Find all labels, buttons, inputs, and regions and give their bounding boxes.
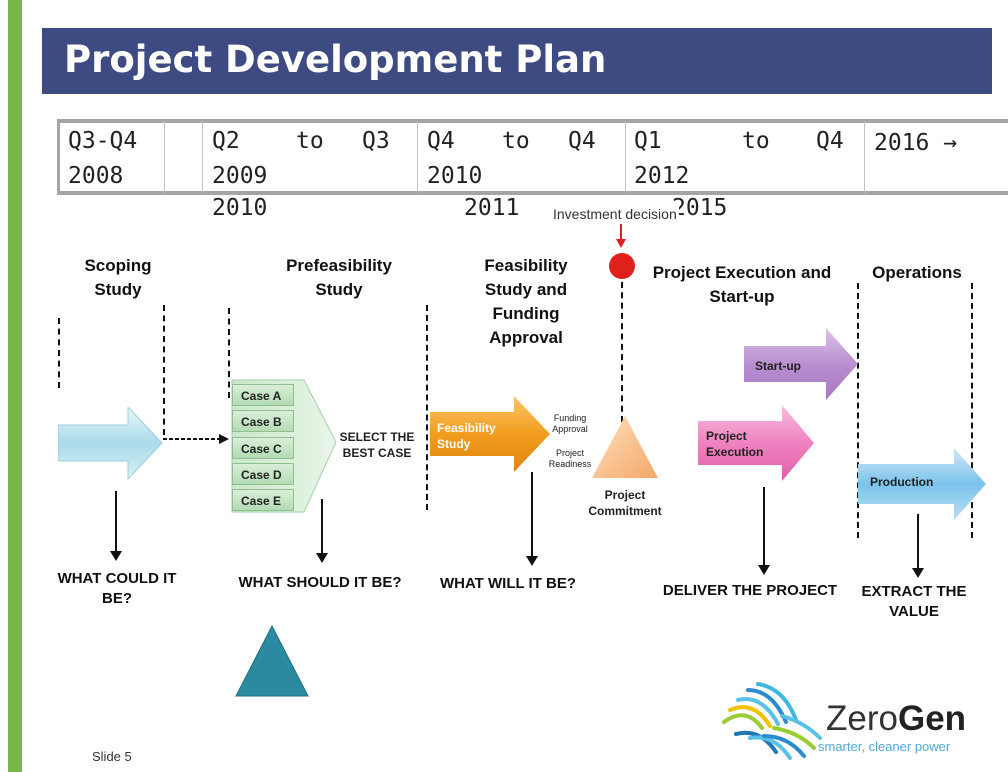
timeline-period-4-start: Q1 <box>634 128 662 154</box>
timeline-period-3-to: to <box>502 128 530 154</box>
down-arrow-operations <box>912 514 924 578</box>
phase-title-feasibility: Feasibility Study and Funding Approval <box>484 256 568 347</box>
timeline-period-5: 2016 → <box>874 130 958 156</box>
project-commitment-triangle <box>592 416 658 478</box>
timeline-period-2-start: Q2 <box>212 128 240 154</box>
case-d: Case D <box>232 463 294 485</box>
phase-separator <box>621 282 623 422</box>
phase-separator <box>857 283 859 538</box>
phase-title-scoping: Scoping Study <box>84 256 152 299</box>
timeline-divider <box>202 121 203 193</box>
down-arrow-scoping <box>110 491 122 561</box>
funding-approval-label: Funding Approval <box>552 413 588 434</box>
phase-separator <box>58 318 60 388</box>
logo-name-bold: Gen <box>897 699 967 738</box>
down-arrow-execution <box>758 487 770 575</box>
timeline-period-3-year-end: 2011 <box>464 195 520 221</box>
feasibility-arrow <box>430 396 550 472</box>
startup-arrow <box>744 328 858 400</box>
timeline-table <box>57 119 1008 195</box>
timeline-divider <box>164 121 165 193</box>
timeline-divider <box>625 121 626 193</box>
production-arrow <box>858 448 986 520</box>
timeline-period-2-year: 2009 <box>212 163 268 189</box>
timeline-period-1-year: 2008 <box>68 163 124 189</box>
question-execution: DELIVER THE PROJECT <box>662 582 838 599</box>
slide-number: Slide 5 <box>92 749 132 764</box>
investment-decision-marker <box>609 224 635 279</box>
project-readiness-label: Project Readiness <box>548 448 592 469</box>
project-execution-arrow-label: Project Execution <box>706 429 764 459</box>
decorative-triangle <box>235 624 309 697</box>
timeline-period-2-end: Q3 <box>362 128 390 154</box>
connector-arrow <box>163 434 229 444</box>
production-arrow-label: Production <box>870 475 934 489</box>
title-bar <box>42 28 992 94</box>
timeline-period-4-to: to <box>742 128 770 154</box>
timeline-period-4-end: Q4 <box>816 128 844 154</box>
question-operations: EXTRACT THE VALUE <box>861 583 967 620</box>
scoping-arrow <box>58 407 163 481</box>
zerogen-logo-icon <box>722 682 822 760</box>
timeline-period-4-year-end: 2015 <box>672 195 728 221</box>
zerogen-tagline: smarter, cleaner power <box>818 739 951 754</box>
timeline-period-2-year-end: 2010 <box>212 195 268 221</box>
phase-separator <box>228 308 230 398</box>
phase-separator <box>163 305 165 435</box>
left-accent-bar <box>8 0 22 772</box>
project-commitment-label: Project Commitment <box>588 488 662 518</box>
case-b: Case B <box>232 410 294 432</box>
timeline-period-3-year: 2010 <box>427 163 483 189</box>
timeline-period-4-year: 2012 <box>634 163 690 189</box>
question-prefeasibility: WHAT SHOULD IT BE? <box>238 574 402 591</box>
logo-name-light: Zero <box>826 699 898 738</box>
timeline-period-2-to: to <box>296 128 324 154</box>
timeline-divider <box>864 121 865 193</box>
timeline-period-3-end: Q4 <box>568 128 596 154</box>
down-arrow-prefeasibility <box>316 499 328 563</box>
project-execution-arrow <box>698 405 814 481</box>
phase-separator <box>426 305 428 510</box>
zerogen-logo-text: ZeroGen <box>826 699 966 739</box>
timeline-period-3-start: Q4 <box>427 128 455 154</box>
phase-title-execution: Project Execution and Start-up <box>652 263 832 306</box>
startup-arrow-label: Start-up <box>755 359 801 373</box>
select-best-case-label: SELECT THE BEST CASE <box>339 430 415 460</box>
investment-decision-label: Investment decision <box>551 206 679 222</box>
slide-title: Project Development Plan <box>64 38 607 81</box>
timeline-divider <box>417 121 418 193</box>
case-c: Case C <box>232 437 294 459</box>
question-feasibility: WHAT WILL IT BE? <box>439 575 577 592</box>
feasibility-arrow-label: Feasibility Study <box>437 421 496 451</box>
question-scoping: WHAT COULD IT BE? <box>57 570 177 607</box>
phase-title-operations: Operations <box>872 263 962 282</box>
timeline-period-1-quarter: Q3-Q4 <box>68 128 138 154</box>
phase-separator <box>971 283 973 538</box>
case-a: Case A <box>232 384 294 406</box>
case-e: Case E <box>232 489 294 511</box>
down-arrow-feasibility <box>526 472 538 566</box>
phase-title-prefeasibility: Prefeasibility Study <box>286 256 392 299</box>
